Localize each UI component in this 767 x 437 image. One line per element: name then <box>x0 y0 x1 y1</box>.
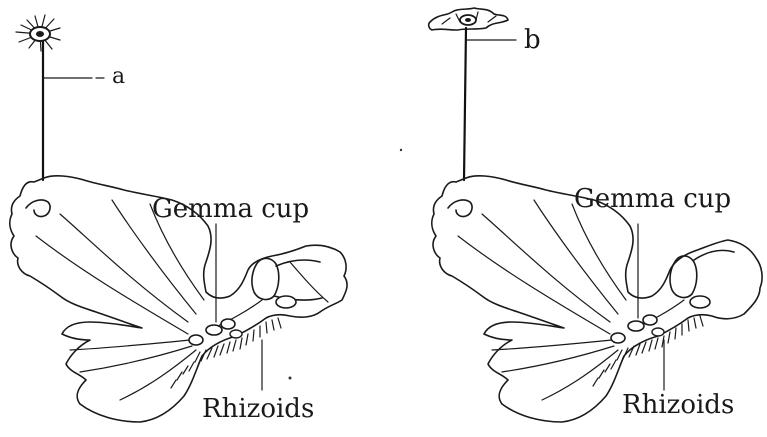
right-gemma-cups <box>611 315 664 343</box>
label-b: b <box>524 27 541 53</box>
left-gemma-cups <box>189 319 242 345</box>
right-veins <box>458 200 684 400</box>
right-plant <box>429 8 762 422</box>
right-lobe-cylinder <box>670 256 697 298</box>
label-gemma-cup-right: Gemma cup <box>574 186 731 212</box>
right-stalk <box>464 28 466 180</box>
label-gemma-cup-left: Gemma cup <box>152 196 309 222</box>
label-a: a <box>112 66 125 88</box>
left-cup-near-lobe <box>276 296 296 308</box>
label-rhizoids-left: Rhizoids <box>202 396 314 422</box>
right-receptacle <box>429 8 508 30</box>
right-rhizoids <box>593 316 703 386</box>
left-receptacle <box>16 15 60 51</box>
right-cup-near-lobe <box>690 296 710 308</box>
speck <box>289 377 292 380</box>
left-veins <box>36 200 262 400</box>
label-rhizoids-right: Rhizoids <box>622 392 734 418</box>
speck <box>400 149 402 151</box>
left-hook <box>26 200 50 217</box>
right-hook <box>448 200 472 217</box>
left-lobe-cylinder <box>252 258 279 299</box>
